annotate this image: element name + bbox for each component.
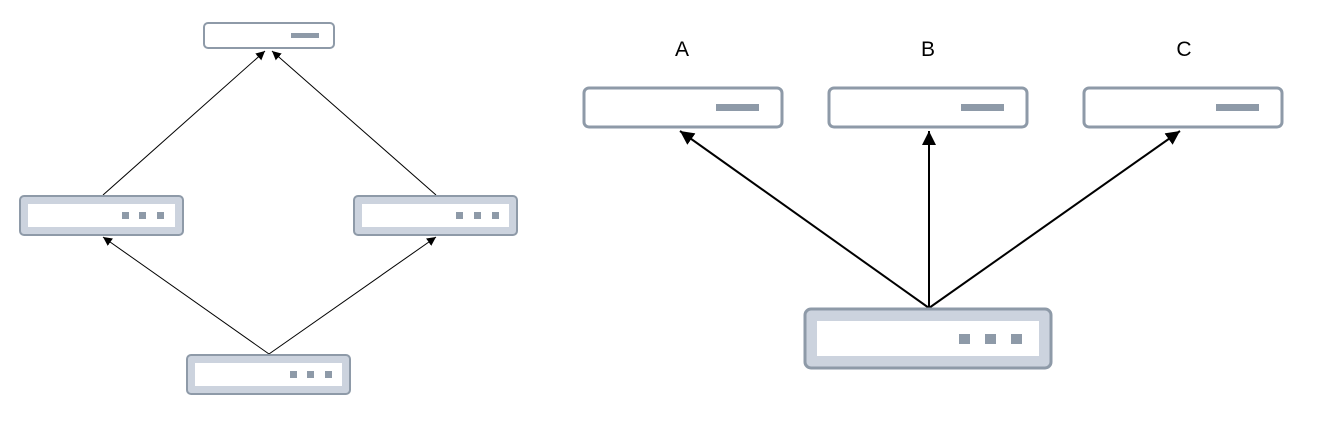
right-diagram: A B C	[582, 38, 1284, 370]
port-indicator	[122, 212, 129, 219]
server-slot-icon	[582, 86, 784, 129]
device-indicator-bar	[291, 33, 319, 38]
port-indicator	[1011, 334, 1022, 344]
port-indicator	[307, 371, 314, 378]
port-indicator	[325, 371, 332, 378]
port-indicator	[985, 334, 996, 344]
left-top-device	[203, 22, 335, 49]
device-indicator-bar	[961, 104, 1004, 111]
device-indicator-bar	[716, 104, 759, 111]
left-mid-right-device	[353, 195, 518, 236]
port-indicator	[157, 212, 164, 219]
left-diagram	[19, 22, 518, 395]
server-slot-icon	[203, 22, 335, 49]
device-b-label: B	[921, 38, 935, 61]
device-a-label: A	[675, 38, 689, 61]
server-slot-icon	[827, 86, 1029, 129]
port-indicator	[139, 212, 146, 219]
left-mid-left-device	[19, 195, 184, 236]
edge-mid-right-to-top	[271, 50, 437, 196]
device-panel	[195, 363, 342, 386]
device-panel	[817, 321, 1039, 356]
edge-mid-left-to-top	[102, 50, 266, 196]
left-bottom-device	[186, 354, 351, 395]
device-panel	[28, 204, 175, 227]
right-device-a	[582, 86, 784, 129]
device-panel	[362, 204, 509, 227]
right-edges	[679, 130, 1181, 309]
edge-bottom-to-mid-left	[102, 236, 270, 355]
right-device-b	[827, 86, 1029, 129]
right-device-c	[1082, 86, 1284, 129]
left-edges	[102, 50, 437, 355]
port-indicator	[456, 212, 463, 219]
server-slot-icon	[1082, 86, 1284, 129]
edge-bottom-to-mid-right	[268, 236, 437, 355]
port-indicator	[474, 212, 481, 219]
port-indicator	[959, 334, 970, 344]
port-indicator	[290, 371, 297, 378]
device-c-label: C	[1176, 38, 1191, 61]
port-indicator	[492, 212, 499, 219]
right-source-device	[803, 307, 1053, 370]
edge-source-to-c	[928, 130, 1181, 309]
device-indicator-bar	[1216, 104, 1259, 111]
edge-source-to-a	[679, 130, 930, 309]
